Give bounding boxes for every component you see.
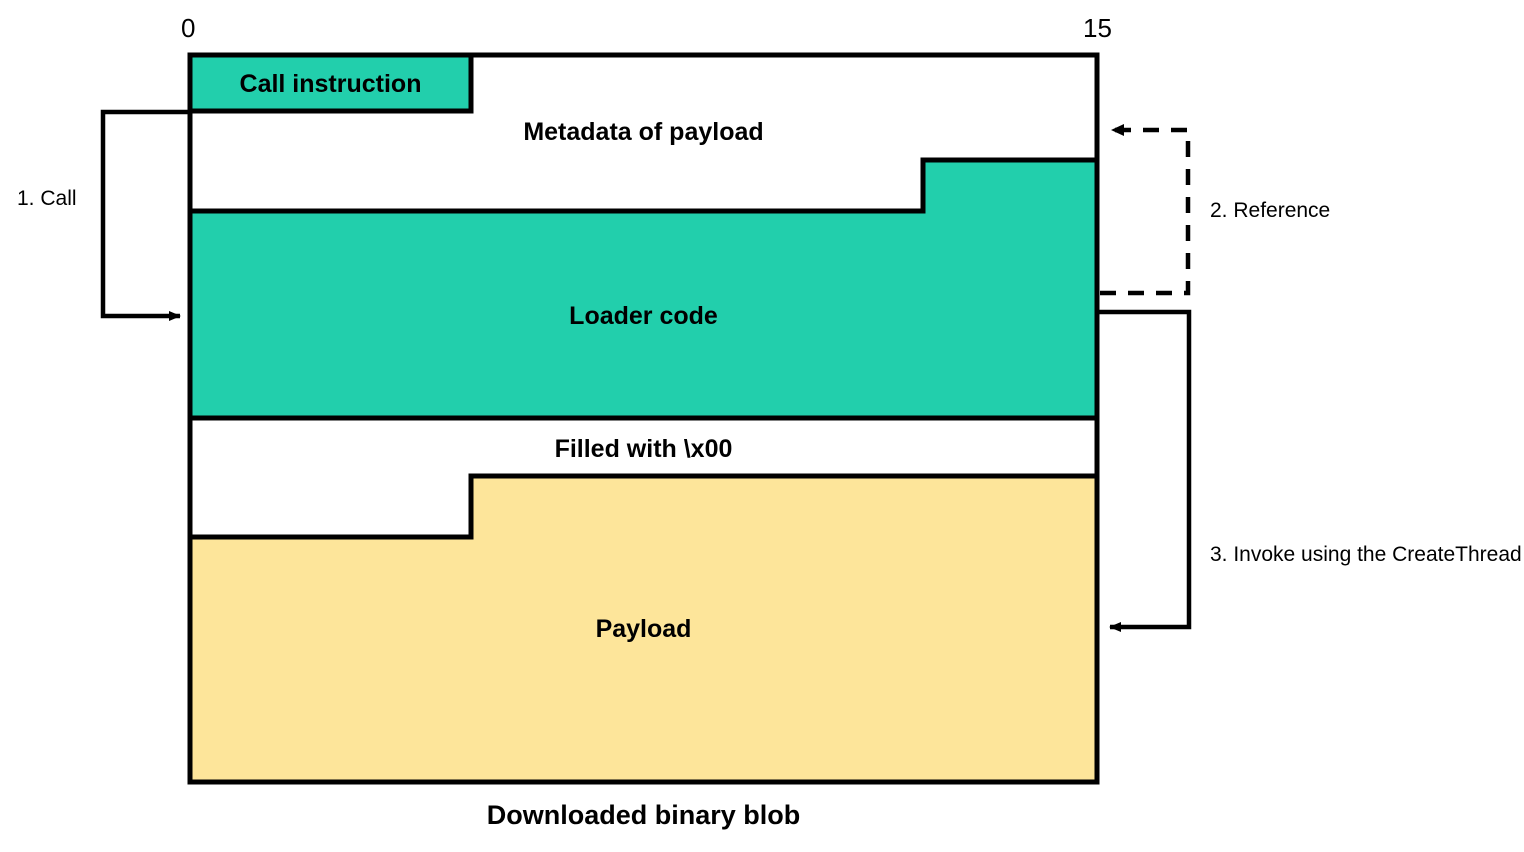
axis-tick-start: 0 [181, 13, 196, 43]
loader-code-block-shape [187, 157, 1100, 421]
step-2-reference-arrow [1100, 124, 1191, 296]
call-instruction-label: Call instruction [239, 70, 422, 98]
step-1-call-label: 1. Call [17, 187, 77, 210]
metadata-of-payload-label: Metadata of payload [523, 118, 764, 146]
payload-label: Payload [595, 615, 692, 643]
diagram-caption: Downloaded binary blob [486, 800, 801, 830]
filled-with-null-label: Filled with \x00 [554, 435, 733, 463]
downloaded-blob-outline [187, 52, 1100, 785]
step-3-invoke-arrow [1097, 309, 1192, 632]
step-2-reference-label: 2. Reference [1210, 199, 1331, 222]
axis-tick-end: 15 [1083, 13, 1112, 43]
step-3-invoke-label: 3. Invoke using the CreateThread [1210, 543, 1522, 566]
step-1-call-arrow [100, 109, 190, 321]
loader-code-label: Loader code [569, 302, 718, 330]
